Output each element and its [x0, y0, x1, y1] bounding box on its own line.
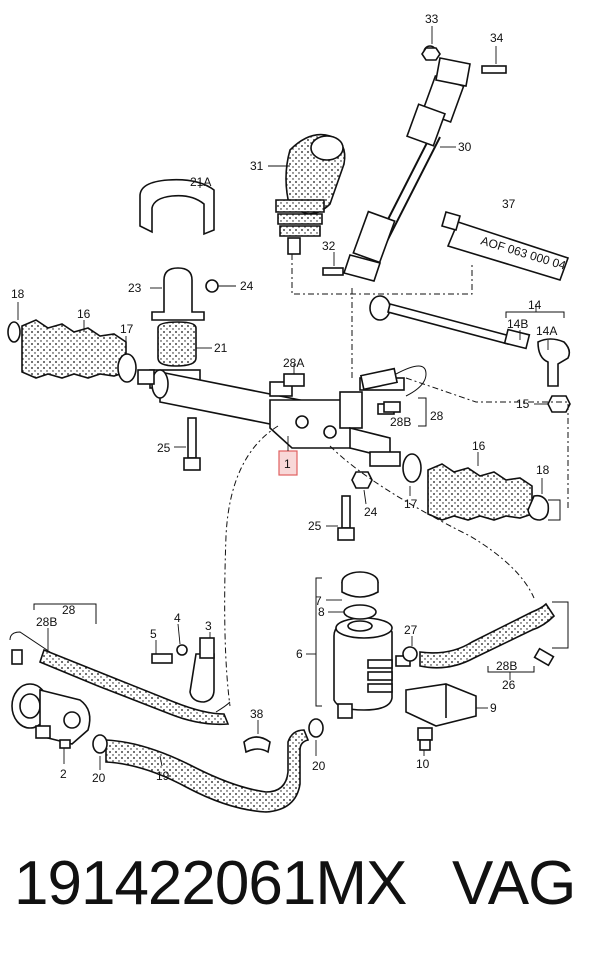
label-20-right: 20 [312, 759, 326, 773]
label-38: 38 [250, 707, 264, 721]
label-5: 5 [150, 627, 157, 641]
mount-bolts [183, 417, 373, 541]
label-30: 30 [458, 140, 472, 154]
label-34: 34 [490, 31, 504, 45]
left-clamp-17 [117, 353, 137, 383]
suction-hose [105, 729, 310, 813]
nut-33 [421, 47, 441, 61]
label-28b-left: 28B [36, 615, 57, 629]
hose-clamp-20-right [308, 718, 324, 738]
label-19: 19 [156, 769, 170, 783]
label-10: 10 [416, 757, 430, 771]
label-21: 21 [214, 341, 228, 355]
steering-rack-exploded-diagram: AOF 063 000 04 [7, 12, 571, 813]
clamp-21a [139, 178, 215, 236]
label-33: 33 [425, 12, 439, 26]
label-4: 4 [174, 611, 181, 625]
rubber-bush-21 [157, 321, 197, 367]
brand-name: VAG [452, 849, 576, 918]
label-24-bottom: 24 [364, 505, 378, 519]
caption: 191422061MX VAG [0, 848, 600, 938]
label-20-left: 20 [92, 771, 106, 785]
label-28-left: 28 [62, 603, 76, 617]
part-labels: 33 34 30 31 21A 32 37 23 24 18 16 17 21 … [11, 12, 557, 785]
label-16-left: 16 [77, 307, 91, 321]
label-3: 3 [205, 619, 212, 633]
label-9: 9 [490, 701, 497, 715]
label-15: 15 [516, 397, 530, 411]
label-14b: 14B [507, 317, 528, 331]
label-32: 32 [322, 239, 336, 253]
right-boot [427, 463, 533, 521]
label-28-mid: 28 [430, 409, 444, 423]
label-27: 27 [404, 623, 418, 637]
washer-4 [176, 644, 188, 656]
label-7: 7 [315, 594, 322, 608]
label-31: 31 [250, 159, 264, 173]
hose-dash-left [224, 425, 279, 707]
label-17-left: 17 [120, 322, 134, 336]
label-1: 1 [284, 457, 291, 471]
power-steering-pump [11, 683, 91, 749]
label-28b-right: 28B [496, 659, 517, 673]
linkage-dash-3 [405, 377, 569, 510]
reservoir-filter [343, 604, 377, 620]
label-18-left: 18 [11, 287, 25, 301]
part-number: 191422061MX [14, 849, 407, 918]
label-16-right: 16 [472, 439, 486, 453]
left-clamp-18 [7, 321, 21, 343]
hose-clamp-20-left [92, 734, 108, 754]
label-23: 23 [128, 281, 142, 295]
label-18-right: 18 [536, 463, 550, 477]
label-14: 14 [528, 298, 542, 312]
label-28a: 28A [283, 356, 304, 370]
high-pressure-hose [9, 631, 231, 726]
label-17-right: 17 [404, 497, 418, 511]
label-2: 2 [60, 767, 67, 781]
bracket-23 [151, 267, 205, 321]
left-boot [21, 319, 127, 379]
label-21a: 21A [190, 175, 211, 189]
right-clamp-18 [527, 494, 550, 521]
grease-tube: AOF 063 000 04 [441, 211, 570, 281]
label-6: 6 [296, 647, 303, 661]
label-8: 8 [318, 605, 325, 619]
label-25-top: 25 [157, 441, 171, 455]
label-14a: 14A [536, 324, 557, 338]
bolt-5 [151, 653, 173, 664]
fluid-reservoir [333, 571, 418, 719]
hose-clamp-38 [243, 736, 271, 754]
tie-rod [369, 295, 571, 413]
label-26: 26 [502, 678, 516, 692]
linkage-dash-1 [291, 254, 473, 295]
label-37: 37 [502, 197, 516, 211]
label-24-top: 24 [240, 279, 254, 293]
column-bellow [275, 133, 346, 255]
label-28b-mid: 28B [390, 415, 411, 429]
hose-dash-right [329, 445, 535, 599]
reservoir-bracket [405, 683, 477, 727]
return-hose-right [419, 602, 556, 669]
right-clamp-17 [402, 453, 422, 483]
clip-bracket-3 [189, 653, 215, 703]
label-25-bottom: 25 [308, 519, 322, 533]
